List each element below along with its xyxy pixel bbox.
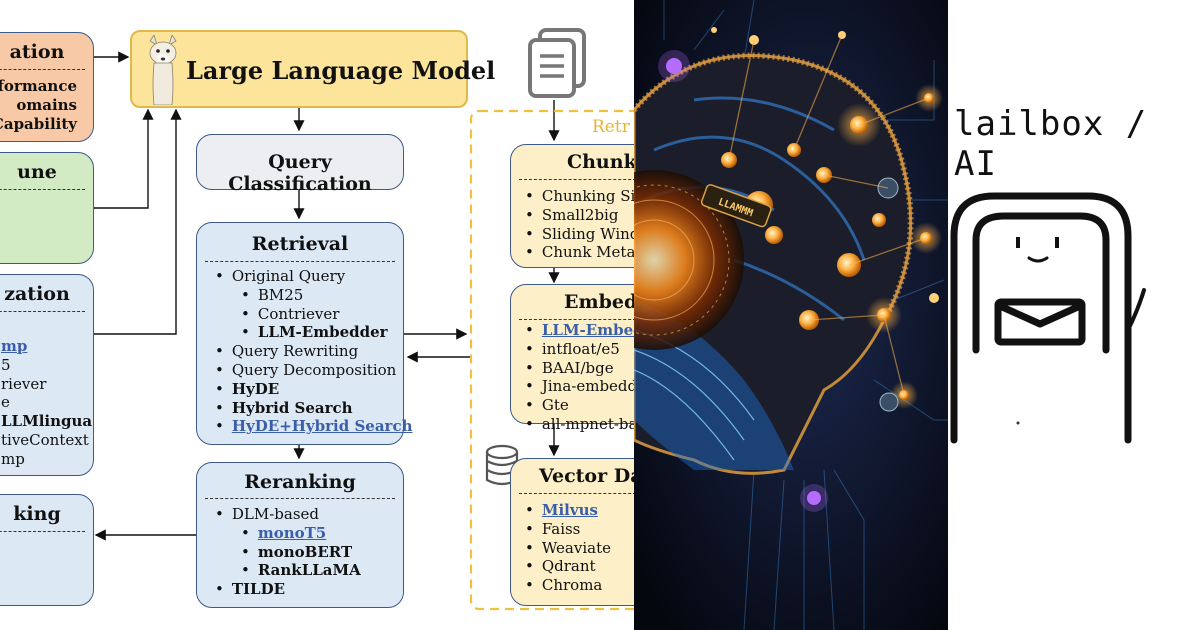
list-item: Qdrant — [525, 557, 611, 576]
list-item[interactable]: Milvus — [525, 501, 611, 520]
list-item[interactable]: LLM-Embed — [525, 321, 634, 340]
summarization-box: zation mp 5 riever e LLMlingua tiveConte… — [0, 274, 94, 476]
list-item: HyDE — [215, 380, 412, 399]
list-item[interactable]: monoT5 — [215, 524, 361, 543]
query-classification-box: Query Classification — [196, 134, 404, 195]
list-item: all-mpnet-ba — [525, 415, 634, 434]
list-item: Query Rewriting — [215, 342, 412, 361]
chunking-box: Chunk Chunking Si Small2big Sliding Wind… — [510, 144, 634, 268]
list-item: mp — [1, 449, 25, 468]
repacking-title: king — [13, 503, 61, 525]
list-item: tiveContext — [1, 430, 89, 449]
embedding-list: LLM-Embedintfloat/e5BAAI/bgeJina-embeddG… — [525, 321, 634, 434]
embedding-title: Embed — [564, 291, 634, 313]
brain-artwork: LLAMMM — [634, 0, 948, 630]
list-item: Gte — [525, 396, 634, 415]
summarization-list: mp 5 riever e LLMlingua tiveContext mp — [1, 337, 92, 469]
rag-diagram-panel: ation erformance omains Capability une z… — [0, 0, 634, 630]
list-item: Contriever — [215, 305, 412, 324]
list-item: Sliding Wind — [525, 225, 634, 244]
list-item: BAAI/bge — [525, 359, 634, 378]
query-classification-title: Query Classification — [228, 151, 372, 195]
retrieval-list: Original QueryBM25ContrieverLLM-Embedder… — [215, 267, 413, 436]
list-item: 5 — [1, 355, 11, 374]
list-item: TILDE — [215, 580, 361, 599]
list-item: Chroma — [525, 576, 611, 595]
list-item: RankLLaMA — [215, 561, 361, 580]
list-item: LLM-Embedder — [215, 323, 412, 342]
reranking-box: Reranking DLM-basedmonoT5monoBERTRankLLa… — [196, 462, 404, 608]
chunking-title: Chunk — [567, 151, 634, 173]
reranking-title: Reranking — [244, 471, 356, 493]
list-item: Jina-embedd — [525, 377, 634, 396]
finetune-box: une — [0, 152, 94, 264]
list-item: LLMlingua — [1, 412, 93, 431]
llm-title: Large Language Model — [186, 56, 496, 85]
list-item: Original Query — [215, 267, 412, 286]
list-item: e — [1, 393, 10, 412]
list-item: DLM-based — [215, 505, 361, 524]
mailbox-character — [950, 192, 1146, 444]
finetune-title: une — [17, 161, 57, 183]
llm-box: Large Language Model — [130, 30, 495, 108]
vector-db-list: MilvusFaissWeaviateQdrantChroma — [525, 501, 611, 595]
mailbox-ai-doodle: lailbox / AI — [948, 0, 1200, 630]
list-item: monoBERT — [215, 543, 361, 562]
vector-db-title: Vector Dat — [539, 465, 634, 487]
list-item: Query Decomposition — [215, 361, 412, 380]
documents-icon — [528, 28, 586, 98]
chunking-list: Chunking Si Small2big Sliding Wind Chunk… — [525, 187, 634, 262]
retrieval-title: Retrieval — [251, 233, 349, 255]
list-item: Capability — [0, 115, 77, 133]
optimization-box: ation erformance omains Capability — [0, 32, 94, 142]
list-item: Weaviate — [525, 539, 611, 558]
list-item: Hybrid Search — [215, 399, 412, 418]
optimization-title: ation — [9, 41, 65, 63]
list-item: omains — [16, 96, 77, 114]
repacking-box: king — [0, 494, 94, 606]
list-item: Small2big — [525, 206, 634, 225]
reranking-list: DLM-basedmonoT5monoBERTRankLLaMATILDE — [215, 505, 361, 599]
retrieval-source-label: Retr — [592, 117, 630, 137]
list-item: Chunk Meta — [525, 243, 634, 262]
summarization-title: zation — [4, 283, 70, 305]
optimization-list: erformance omains Capability — [0, 77, 77, 134]
list-item: Faiss — [525, 520, 611, 539]
llama-icon — [149, 35, 177, 105]
handwritten-title: lailbox / AI — [954, 104, 1148, 184]
retrieval-box: Retrieval Original QueryBM25ContrieverLL… — [196, 222, 412, 445]
list-item: erformance — [0, 77, 77, 95]
list-item: mp — [1, 337, 28, 355]
list-item: riever — [1, 374, 47, 393]
ai-brain-illustration: LLAMMM — [634, 0, 948, 630]
list-item: intfloat/e5 — [525, 340, 634, 359]
list-item: BM25 — [215, 286, 412, 305]
embedding-box: Embed LLM-Embedintfloat/e5BAAI/bgeJina-e… — [510, 284, 634, 433]
list-item[interactable]: HyDE+Hybrid Search — [215, 417, 413, 436]
list-item: Chunking Si — [525, 187, 634, 206]
vector-db-box: Vector Dat MilvusFaissWeaviateQdrantChro… — [510, 458, 634, 606]
